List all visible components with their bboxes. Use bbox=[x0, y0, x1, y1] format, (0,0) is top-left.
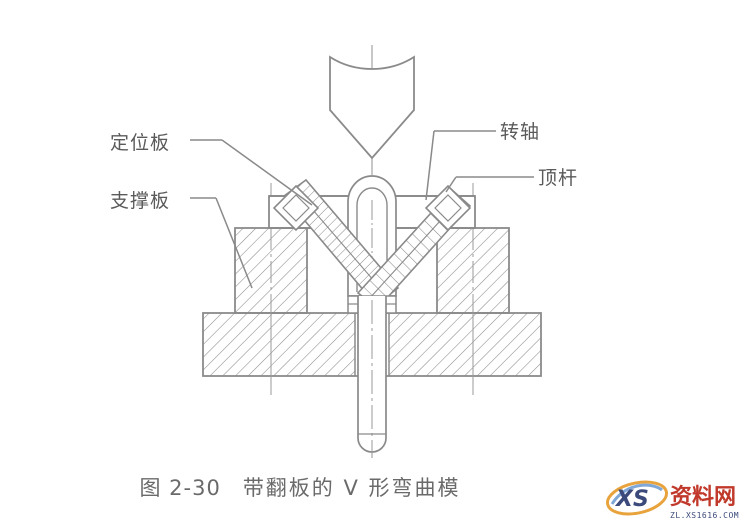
leader-positioning-plate bbox=[190, 139, 313, 206]
support-plate-right bbox=[436, 227, 510, 314]
figure-caption: 图 2-30 带翻板的 V 形弯曲模 bbox=[0, 472, 600, 502]
label-support-plate: 支撑板 bbox=[110, 190, 171, 212]
leader-pivot-shaft bbox=[425, 130, 496, 201]
watermark-logo: XS 资料网 ZL.XS1616.COM bbox=[604, 474, 740, 526]
watermark-url: ZL.XS1616.COM bbox=[670, 511, 739, 520]
pivot-shaft-left bbox=[272, 184, 320, 232]
label-pivot-shaft: 转轴 bbox=[500, 121, 541, 143]
figure-caption-title: 带翻板的 V 形弯曲模 bbox=[242, 476, 461, 500]
leader-support-plate bbox=[190, 197, 253, 289]
watermark-brand: 资料网 bbox=[670, 485, 736, 510]
punch-upper-die bbox=[329, 55, 415, 160]
label-positioning-plate: 定位板 bbox=[110, 132, 171, 154]
watermark-mark: XS bbox=[614, 487, 649, 512]
figure-caption-number: 图 2-30 bbox=[139, 476, 221, 500]
watermark-swoosh-icon bbox=[605, 480, 669, 516]
leader-lines bbox=[190, 130, 534, 289]
support-plate-left bbox=[234, 227, 308, 314]
label-ejector-rod: 顶杆 bbox=[538, 167, 579, 189]
pivot-shaft-right bbox=[424, 184, 472, 232]
ejector-rod bbox=[357, 296, 387, 458]
leader-ejector-rod bbox=[445, 176, 534, 193]
